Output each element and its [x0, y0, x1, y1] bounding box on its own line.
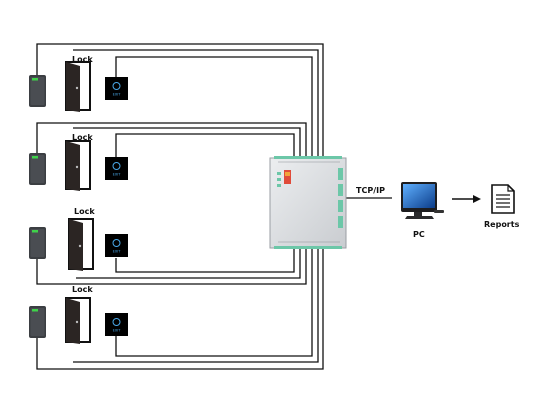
door-4-exit-wire — [115, 246, 313, 357]
exit-button-icon: EXIT — [105, 313, 128, 336]
lock-label: Lock — [72, 285, 93, 294]
reports-label: Reports — [484, 220, 520, 229]
door-3-exit-wire — [115, 246, 295, 273]
arrow-icon — [452, 195, 481, 203]
door-unit-3: Lock EXIT — [29, 207, 128, 271]
door-icon — [68, 218, 94, 271]
door-1-reader-wire — [36, 43, 324, 160]
lock-label: Lock — [72, 133, 93, 142]
card-reader-icon — [29, 306, 46, 338]
door-3-lock-wire — [76, 246, 301, 279]
lock-label: Lock — [72, 55, 93, 64]
door-4-reader-wire — [36, 246, 324, 370]
door-4-lock-wire — [73, 246, 319, 363]
lock-label: Lock — [74, 207, 95, 216]
network-link-label: TCP/IP — [356, 186, 385, 195]
exit-button-icon: EXIT — [105, 157, 128, 180]
wiring — [36, 43, 392, 370]
exit-button-icon: EXIT — [105, 234, 128, 257]
door-2-lock-wire — [73, 127, 301, 160]
card-reader-icon — [29, 75, 46, 107]
door-icon — [65, 297, 91, 344]
door-unit-1: Lock EXIT — [29, 55, 128, 112]
card-reader-icon — [29, 227, 46, 259]
door-unit-4: Lock EXIT — [29, 285, 128, 344]
door-2-reader-wire — [36, 122, 307, 160]
door-2-exit-wire — [115, 133, 295, 160]
exit-button-text: EXIT — [113, 93, 122, 97]
pc-icon — [401, 182, 444, 219]
card-reader-icon — [29, 153, 46, 185]
controller-icon — [269, 156, 347, 249]
exit-button-text: EXIT — [113, 329, 122, 333]
door-1-exit-wire — [115, 56, 313, 160]
door-1-lock-wire — [73, 49, 319, 160]
door-unit-2: Lock EXIT — [29, 133, 128, 191]
door-icon — [65, 140, 91, 191]
pc-label: PC — [413, 230, 425, 239]
door-icon — [65, 61, 91, 112]
exit-button-text: EXIT — [113, 250, 122, 254]
exit-button-icon: EXIT — [105, 77, 128, 100]
door-3-reader-wire — [36, 246, 307, 285]
exit-button-text: EXIT — [113, 173, 122, 177]
report-document-icon — [491, 184, 515, 214]
